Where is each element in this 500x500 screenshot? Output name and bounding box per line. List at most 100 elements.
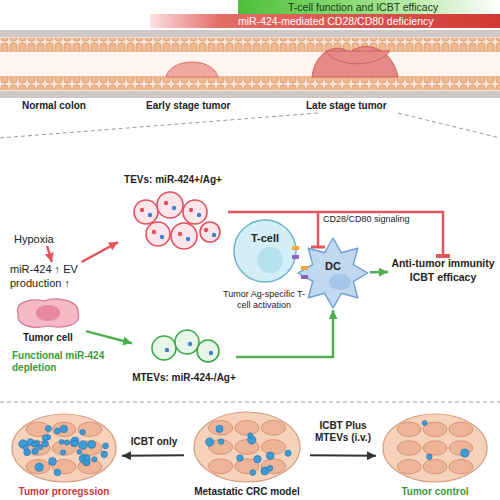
metastasis bbox=[267, 465, 273, 471]
vesicle bbox=[175, 330, 199, 354]
metastasis bbox=[206, 438, 214, 446]
intestine-loop bbox=[423, 441, 447, 455]
annotation-label: Tumor Ag-specific T-cell activation bbox=[222, 289, 306, 311]
text-node: Hypoxia bbox=[14, 232, 76, 246]
metastasis bbox=[49, 458, 57, 466]
metastasis bbox=[101, 451, 108, 458]
colon-lumen bbox=[0, 52, 500, 76]
intestine-loop bbox=[261, 420, 285, 435]
zoom-line bbox=[0, 113, 318, 138]
metastasis bbox=[88, 441, 96, 449]
nucleus bbox=[329, 274, 351, 290]
arrow-connector bbox=[122, 454, 184, 456]
abdomen bbox=[194, 412, 300, 482]
receptor bbox=[292, 246, 299, 250]
intestine-loop bbox=[397, 441, 421, 455]
arrow-connector bbox=[82, 242, 118, 262]
metastasis bbox=[72, 440, 78, 446]
intestine-loop bbox=[397, 460, 421, 474]
metastasis bbox=[60, 425, 67, 432]
metastasis bbox=[59, 440, 64, 445]
receptor bbox=[301, 275, 308, 279]
node-text: Metastatic CRC model bbox=[184, 486, 310, 498]
metastasis bbox=[218, 439, 224, 445]
vesicle bbox=[183, 200, 207, 224]
metastasis bbox=[32, 442, 37, 447]
metastasis bbox=[35, 463, 43, 471]
vesicle bbox=[146, 222, 170, 246]
vesicle bbox=[157, 192, 183, 218]
t-cell: T-cell bbox=[232, 218, 298, 284]
inhibition-line bbox=[317, 212, 320, 246]
metastasis bbox=[103, 443, 109, 449]
node-text: TEVs: miR-424+/Ag+ bbox=[118, 174, 228, 186]
node-text: miR-424-mediated CD28/CD80 deficiency bbox=[238, 14, 488, 28]
intestine-loop bbox=[209, 420, 233, 435]
gradient-bar bbox=[238, 0, 500, 14]
colon-crypts bbox=[0, 76, 500, 90]
text-node: Anti-tumor immunity ICBT efficacy bbox=[388, 256, 498, 286]
node-text: T-cell function and ICBT efficacy bbox=[288, 0, 493, 14]
late-tumor bbox=[326, 51, 390, 64]
intestine-loop bbox=[449, 460, 473, 474]
intestine-loop bbox=[423, 460, 447, 474]
tumor-cell-shape bbox=[12, 296, 84, 330]
annotation-label: Late stage tumor bbox=[306, 100, 416, 112]
receptor bbox=[292, 255, 299, 259]
abdomen bbox=[383, 414, 487, 482]
node-text: T-cell bbox=[232, 232, 298, 245]
text-node: miR-424 ↑ EV production ↑ bbox=[10, 262, 102, 290]
vesicle-cluster: MTEVs: miR-424-/Ag+ bbox=[132, 326, 236, 388]
metastasis bbox=[55, 428, 61, 434]
tumor-cell: Tumor cell bbox=[10, 296, 86, 346]
intestine-loop bbox=[78, 422, 102, 436]
tumor-cell-body bbox=[17, 299, 78, 327]
dendritic-cell-body bbox=[298, 238, 368, 308]
intestine-loop bbox=[52, 422, 76, 436]
intestine-loop bbox=[235, 420, 259, 435]
metastasis bbox=[248, 433, 253, 438]
nucleus bbox=[257, 247, 283, 273]
intestine-loop bbox=[397, 422, 421, 436]
metastasis bbox=[38, 445, 43, 450]
metastasis bbox=[79, 441, 88, 450]
vesicle bbox=[197, 340, 219, 362]
colon-outer-wall bbox=[0, 30, 500, 98]
metastasis bbox=[45, 426, 51, 432]
vesicle bbox=[171, 223, 197, 249]
arrow-connector bbox=[370, 271, 388, 274]
gradient-bar: miR-424-mediated CD28/CD80 deficiency bbox=[150, 14, 500, 28]
inhibition-bar bbox=[311, 246, 325, 249]
arrow-connector bbox=[86, 331, 132, 343]
arrow-connector bbox=[310, 454, 376, 456]
edge-label: ICBT only bbox=[126, 436, 182, 448]
late-tumor bbox=[312, 47, 398, 77]
metastasis bbox=[54, 469, 61, 476]
annotation-label: CD28/CD80 signaling bbox=[323, 214, 423, 225]
metastasis bbox=[92, 457, 97, 462]
metastasis bbox=[266, 452, 274, 460]
vesicle-cluster: TEVs: miR-424+/Ag+ bbox=[118, 172, 228, 252]
vesicle bbox=[200, 222, 220, 242]
node-text: miR-424 ↑ EV production ↑ bbox=[10, 262, 102, 290]
abdomen-model-shape bbox=[10, 412, 118, 484]
metastasis bbox=[32, 448, 38, 454]
metastasis bbox=[42, 435, 48, 441]
divider-line bbox=[0, 402, 500, 403]
colon-crypts bbox=[0, 38, 500, 52]
edge-label: ICBT Plus MTEVs (i.v.) bbox=[312, 420, 374, 444]
gradient-bar bbox=[150, 14, 500, 28]
abdomen-model: Tumor proregssion bbox=[6, 412, 122, 500]
zoom-line bbox=[398, 113, 500, 138]
abdomen-model-shape bbox=[192, 410, 302, 484]
metastasis bbox=[60, 450, 65, 455]
metastasis bbox=[285, 450, 291, 456]
node-text: Hypoxia bbox=[14, 232, 76, 246]
annotation-label: Normal colon bbox=[22, 100, 112, 112]
dendritic-cell: DC bbox=[296, 236, 370, 310]
arrow-connector bbox=[47, 246, 52, 262]
intestine-loop bbox=[261, 440, 285, 455]
node-text: Tumor proregssion bbox=[6, 486, 122, 498]
